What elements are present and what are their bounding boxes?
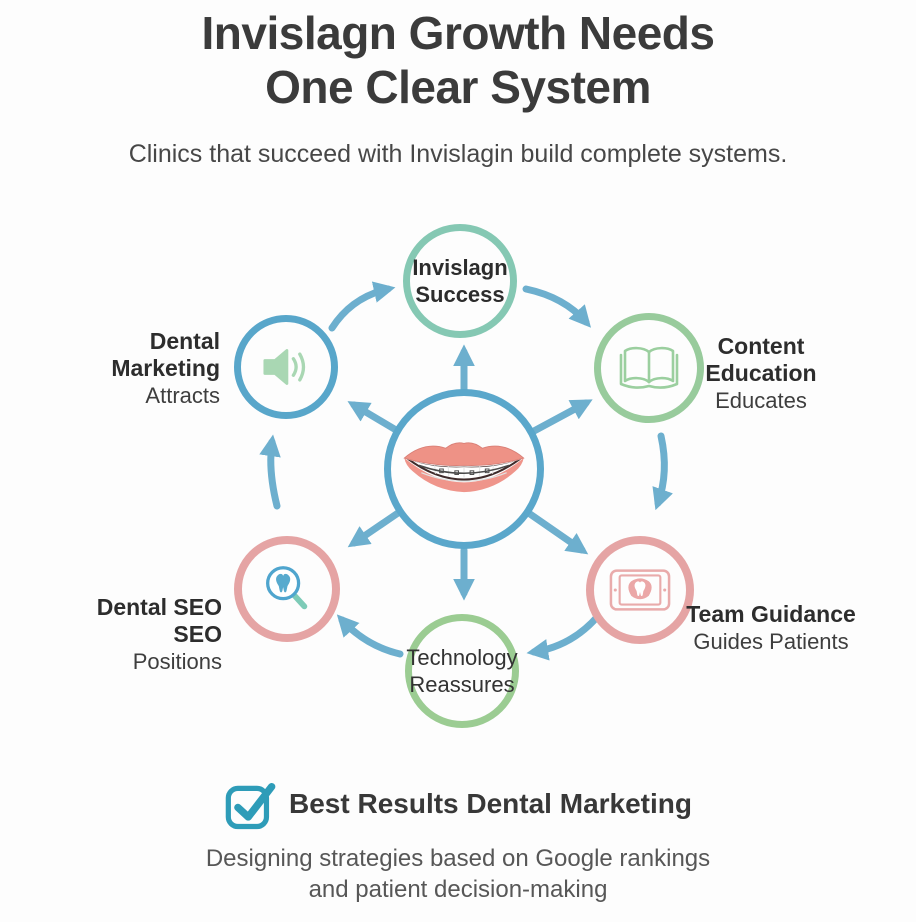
dental-marketing-label-line2: Marketing bbox=[111, 355, 220, 381]
checkbox-check-icon bbox=[225, 782, 276, 830]
footer-tagline-line1: Designing strategies based on Google ran… bbox=[205, 845, 711, 872]
dental-marketing-label-line1: Dental bbox=[149, 328, 220, 354]
cycle-arrow-guidance-to-technology bbox=[526, 612, 602, 661]
content-education-sublabel: Educates bbox=[715, 388, 807, 413]
page-title: Invislagn Growth Needs One Clear System bbox=[0, 6, 916, 115]
technology-label-line1: Technology bbox=[406, 645, 518, 670]
cycle-arrow-marketing-to-success bbox=[328, 281, 396, 332]
spoke-arrow-upper-left bbox=[347, 401, 400, 434]
content-education-label: Content Education Educates bbox=[694, 333, 828, 414]
content-education-label-line1: Content bbox=[717, 333, 805, 359]
node-team-guidance bbox=[586, 536, 694, 644]
spoke-arrow-lower-left bbox=[347, 509, 402, 548]
dental-seo-label: Dental SEO SEO Positions bbox=[50, 594, 222, 675]
brand-name: Best Results Dental Marketing bbox=[289, 788, 692, 819]
team-guidance-label: Team Guidance Guides Patients bbox=[678, 601, 864, 655]
success-label-line2: Success bbox=[415, 282, 505, 307]
node-content-education bbox=[594, 313, 704, 423]
success-label-line1: Invislagn bbox=[412, 255, 508, 280]
cycle-arrow-seo-to-marketing bbox=[259, 434, 281, 510]
page-title-line1: Invislagn Growth Needs bbox=[201, 7, 716, 59]
dental-seo-label-line1: Dental SEO bbox=[96, 594, 222, 620]
spoke-arrow-lower-right bbox=[526, 510, 589, 555]
page-title-line2: One Clear System bbox=[265, 61, 651, 114]
page-subtitle: Clinics that succeed with Invislagin bui… bbox=[128, 140, 788, 168]
tooth-magnifier-icon bbox=[266, 566, 308, 610]
node-invislagn-success: Invislagn Success bbox=[403, 224, 517, 338]
node-technology-reassures: Technology Reassures bbox=[405, 614, 519, 728]
dental-seo-label-line2: SEO bbox=[173, 621, 222, 647]
node-dental-marketing bbox=[234, 315, 338, 419]
content-education-label-line2: Education bbox=[705, 360, 817, 386]
spoke-arrow-upper-right bbox=[530, 399, 593, 435]
footer-tagline: Designing strategies based on Google ran… bbox=[0, 843, 916, 905]
smile-braces-icon bbox=[403, 442, 525, 493]
dental-marketing-sublabel: Attracts bbox=[145, 383, 220, 408]
tablet-tooth-icon bbox=[609, 569, 671, 611]
footer-tagline-line2: and patient decision-making bbox=[308, 876, 608, 903]
node-dental-seo bbox=[234, 536, 340, 642]
technology-label-line2: Reassures bbox=[409, 672, 515, 697]
dental-seo-sublabel: Positions bbox=[132, 649, 222, 674]
cycle-arrow-success-to-content bbox=[522, 285, 592, 328]
cycle-arrow-technology-to-seo bbox=[336, 614, 404, 658]
dental-marketing-label: Dental Marketing Attracts bbox=[40, 328, 220, 409]
team-guidance-label-line1: Team Guidance bbox=[686, 601, 856, 627]
cycle-arrow-content-to-guidance bbox=[652, 432, 673, 511]
hub-node bbox=[384, 389, 544, 549]
brand-row: Best Results Dental Marketing bbox=[0, 776, 916, 832]
open-book-icon bbox=[619, 346, 679, 389]
speaker-icon bbox=[263, 349, 306, 385]
team-guidance-sublabel: Guides Patients bbox=[693, 629, 849, 654]
